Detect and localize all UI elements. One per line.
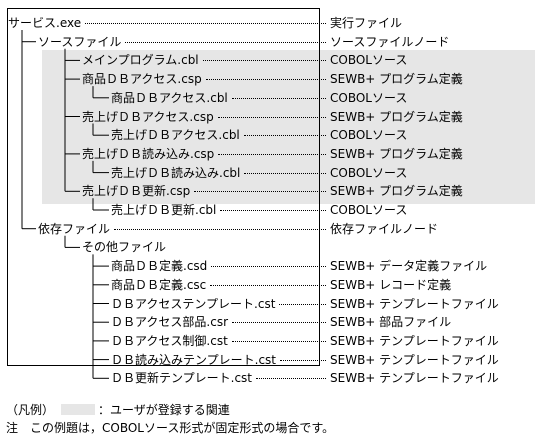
tree-node-role: COBOLソース bbox=[330, 128, 408, 143]
tree-node-label: 売上げＤＢ更新.csp bbox=[82, 184, 191, 199]
tree-node-label: ＤＢアクセステンプレート.cst bbox=[111, 296, 276, 311]
tree-node-label: 商品ＤＢアクセス.csp bbox=[82, 72, 202, 87]
project-tree-frame bbox=[7, 8, 320, 366]
leader-dots bbox=[232, 97, 326, 99]
tree-node-label: 売上げＤＢ読み込み.csp bbox=[82, 146, 215, 161]
tree-node-label: ソースファイル bbox=[38, 34, 122, 49]
tree-node-label: メインプログラム.cbl bbox=[82, 53, 199, 68]
tree-node-role: COBOLソース bbox=[330, 53, 408, 68]
leader-dots bbox=[220, 210, 326, 211]
tree-node-role: SEWB+ プログラム定義 bbox=[330, 72, 463, 87]
leader-dots bbox=[218, 153, 326, 155]
leader-dots bbox=[244, 135, 326, 137]
leader-dots bbox=[125, 41, 326, 43]
leader-dots bbox=[211, 266, 326, 268]
tree-node-label: ＤＢアクセス制御.cst bbox=[111, 333, 228, 348]
tree-node-role: SEWB+ 部品ファイル bbox=[330, 315, 452, 330]
leader-dots bbox=[232, 322, 326, 324]
tree-node-label: ＤＢ更新テンプレート.cst bbox=[111, 371, 253, 386]
tree-node-role: COBOLソース bbox=[330, 165, 408, 180]
tree-node-role: SEWB+ データ定義ファイル bbox=[330, 259, 488, 274]
tree-node-role: SEWB+ テンプレートファイル bbox=[330, 296, 499, 311]
tree-node-label: 依存ファイル bbox=[38, 221, 111, 236]
tree-node-label: その他ファイル bbox=[82, 240, 167, 255]
tree-node-label: 売上げＤＢアクセス.cbl bbox=[111, 128, 240, 143]
tree-node-role: SEWB+ テンプレートファイル bbox=[330, 352, 499, 367]
footnote: 注 この例題は，COBOLソース形式が固定形式の場合です。 bbox=[6, 421, 335, 435]
tree-node-label: 売上げＤＢ読み込み.cbl bbox=[111, 165, 241, 180]
legend-swatch bbox=[61, 404, 95, 415]
leader-dots bbox=[210, 284, 326, 286]
tree-node-label: 商品ＤＢ定義.csd bbox=[111, 259, 208, 274]
tree-node-label: 商品ＤＢアクセス.cbl bbox=[111, 90, 228, 105]
leader-dots bbox=[194, 191, 326, 193]
tree-node-label: 商品ＤＢ定義.csc bbox=[111, 277, 207, 292]
tree-node-role: SEWB+ プログラム定義 bbox=[330, 109, 463, 124]
tree-node-role: SEWB+ レコード定義 bbox=[330, 277, 452, 292]
leader-dots bbox=[218, 116, 326, 118]
tree-node-role: ソースファイルノード bbox=[330, 34, 450, 49]
leader-dots bbox=[114, 228, 326, 230]
leader-dots bbox=[206, 79, 326, 81]
leader-dots bbox=[280, 359, 326, 361]
tree-node-role: 実行ファイル bbox=[330, 16, 403, 30]
tree-node-role: SEWB+ テンプレートファイル bbox=[330, 333, 499, 348]
leader-dots bbox=[203, 60, 326, 62]
tree-node-label: 売上げＤＢアクセス.csp bbox=[82, 109, 214, 124]
tree-node-label: サービス.exe bbox=[8, 16, 82, 30]
tree-node-label: ＤＢアクセス部品.csr bbox=[111, 315, 228, 330]
tree-node-role: COBOLソース bbox=[330, 203, 408, 217]
tree-node-label: 売上げＤＢ更新.cbl bbox=[111, 203, 217, 217]
tree-node-role: SEWB+ プログラム定義 bbox=[330, 146, 463, 161]
tree-node-role: 依存ファイルノード bbox=[330, 221, 439, 236]
legend-prefix: （凡例） bbox=[6, 403, 55, 417]
tree-node-role: SEWB+ プログラム定義 bbox=[330, 184, 463, 199]
leader-dots bbox=[85, 23, 326, 24]
leader-dots bbox=[244, 172, 326, 174]
legend-text: ：ユーザが登録する関連 bbox=[98, 403, 230, 417]
tree-node-role: COBOLソース bbox=[330, 90, 408, 105]
leader-dots bbox=[279, 303, 326, 305]
tree-node-label: ＤＢ読み込みテンプレート.cst bbox=[111, 352, 277, 367]
leader-dots bbox=[256, 378, 326, 380]
leader-dots bbox=[232, 340, 326, 342]
tree-node-role: SEWB+ テンプレートファイル bbox=[330, 371, 499, 386]
shaded-region-user-relations bbox=[42, 50, 535, 204]
